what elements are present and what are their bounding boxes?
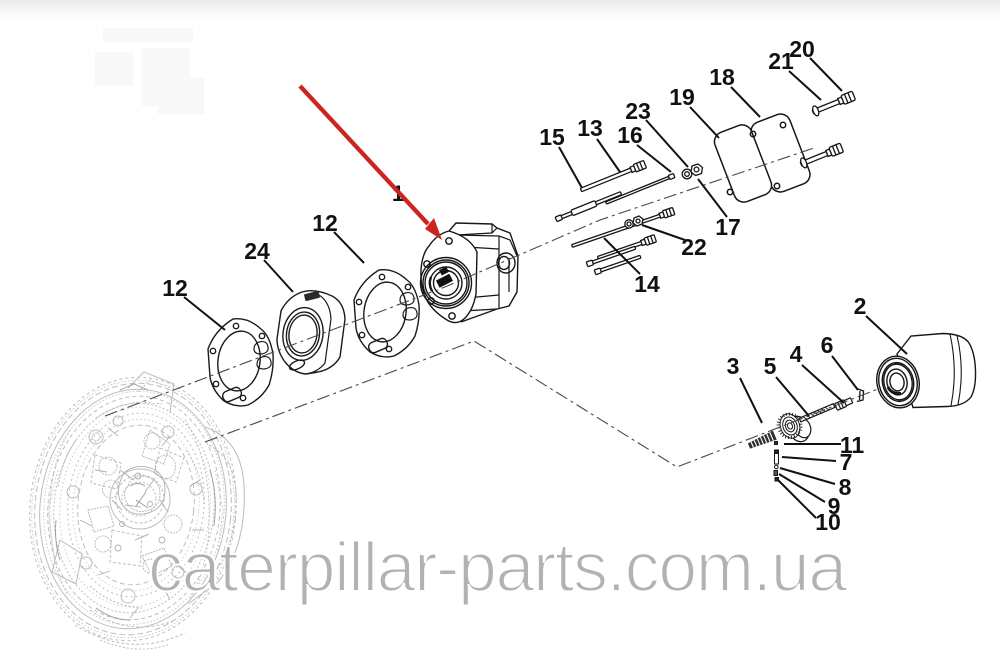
svg-text:23: 23 [625, 98, 651, 124]
svg-text:17: 17 [715, 214, 741, 240]
svg-text:22: 22 [681, 234, 707, 260]
svg-text:5: 5 [764, 353, 777, 379]
svg-text:20: 20 [789, 36, 815, 62]
svg-text:9: 9 [828, 493, 841, 519]
svg-text:18: 18 [709, 64, 735, 90]
svg-text:10: 10 [815, 509, 841, 535]
svg-text:16: 16 [617, 122, 643, 148]
svg-text:2: 2 [854, 293, 867, 319]
svg-text:12: 12 [312, 210, 338, 236]
svg-text:3: 3 [727, 353, 740, 379]
svg-text:4: 4 [790, 341, 803, 367]
svg-text:11: 11 [840, 432, 865, 458]
svg-text:caterpillar-parts.com.ua: caterpillar-parts.com.ua [148, 528, 847, 606]
svg-text:21: 21 [768, 48, 794, 74]
svg-text:7: 7 [840, 449, 853, 475]
svg-text:14: 14 [634, 271, 660, 297]
svg-text:24: 24 [244, 238, 270, 264]
svg-text:6: 6 [821, 332, 834, 358]
svg-text:8: 8 [839, 474, 852, 500]
svg-text:15: 15 [539, 124, 565, 150]
svg-text:13: 13 [577, 115, 603, 141]
svg-text:12: 12 [162, 275, 188, 301]
svg-text:19: 19 [669, 84, 695, 110]
